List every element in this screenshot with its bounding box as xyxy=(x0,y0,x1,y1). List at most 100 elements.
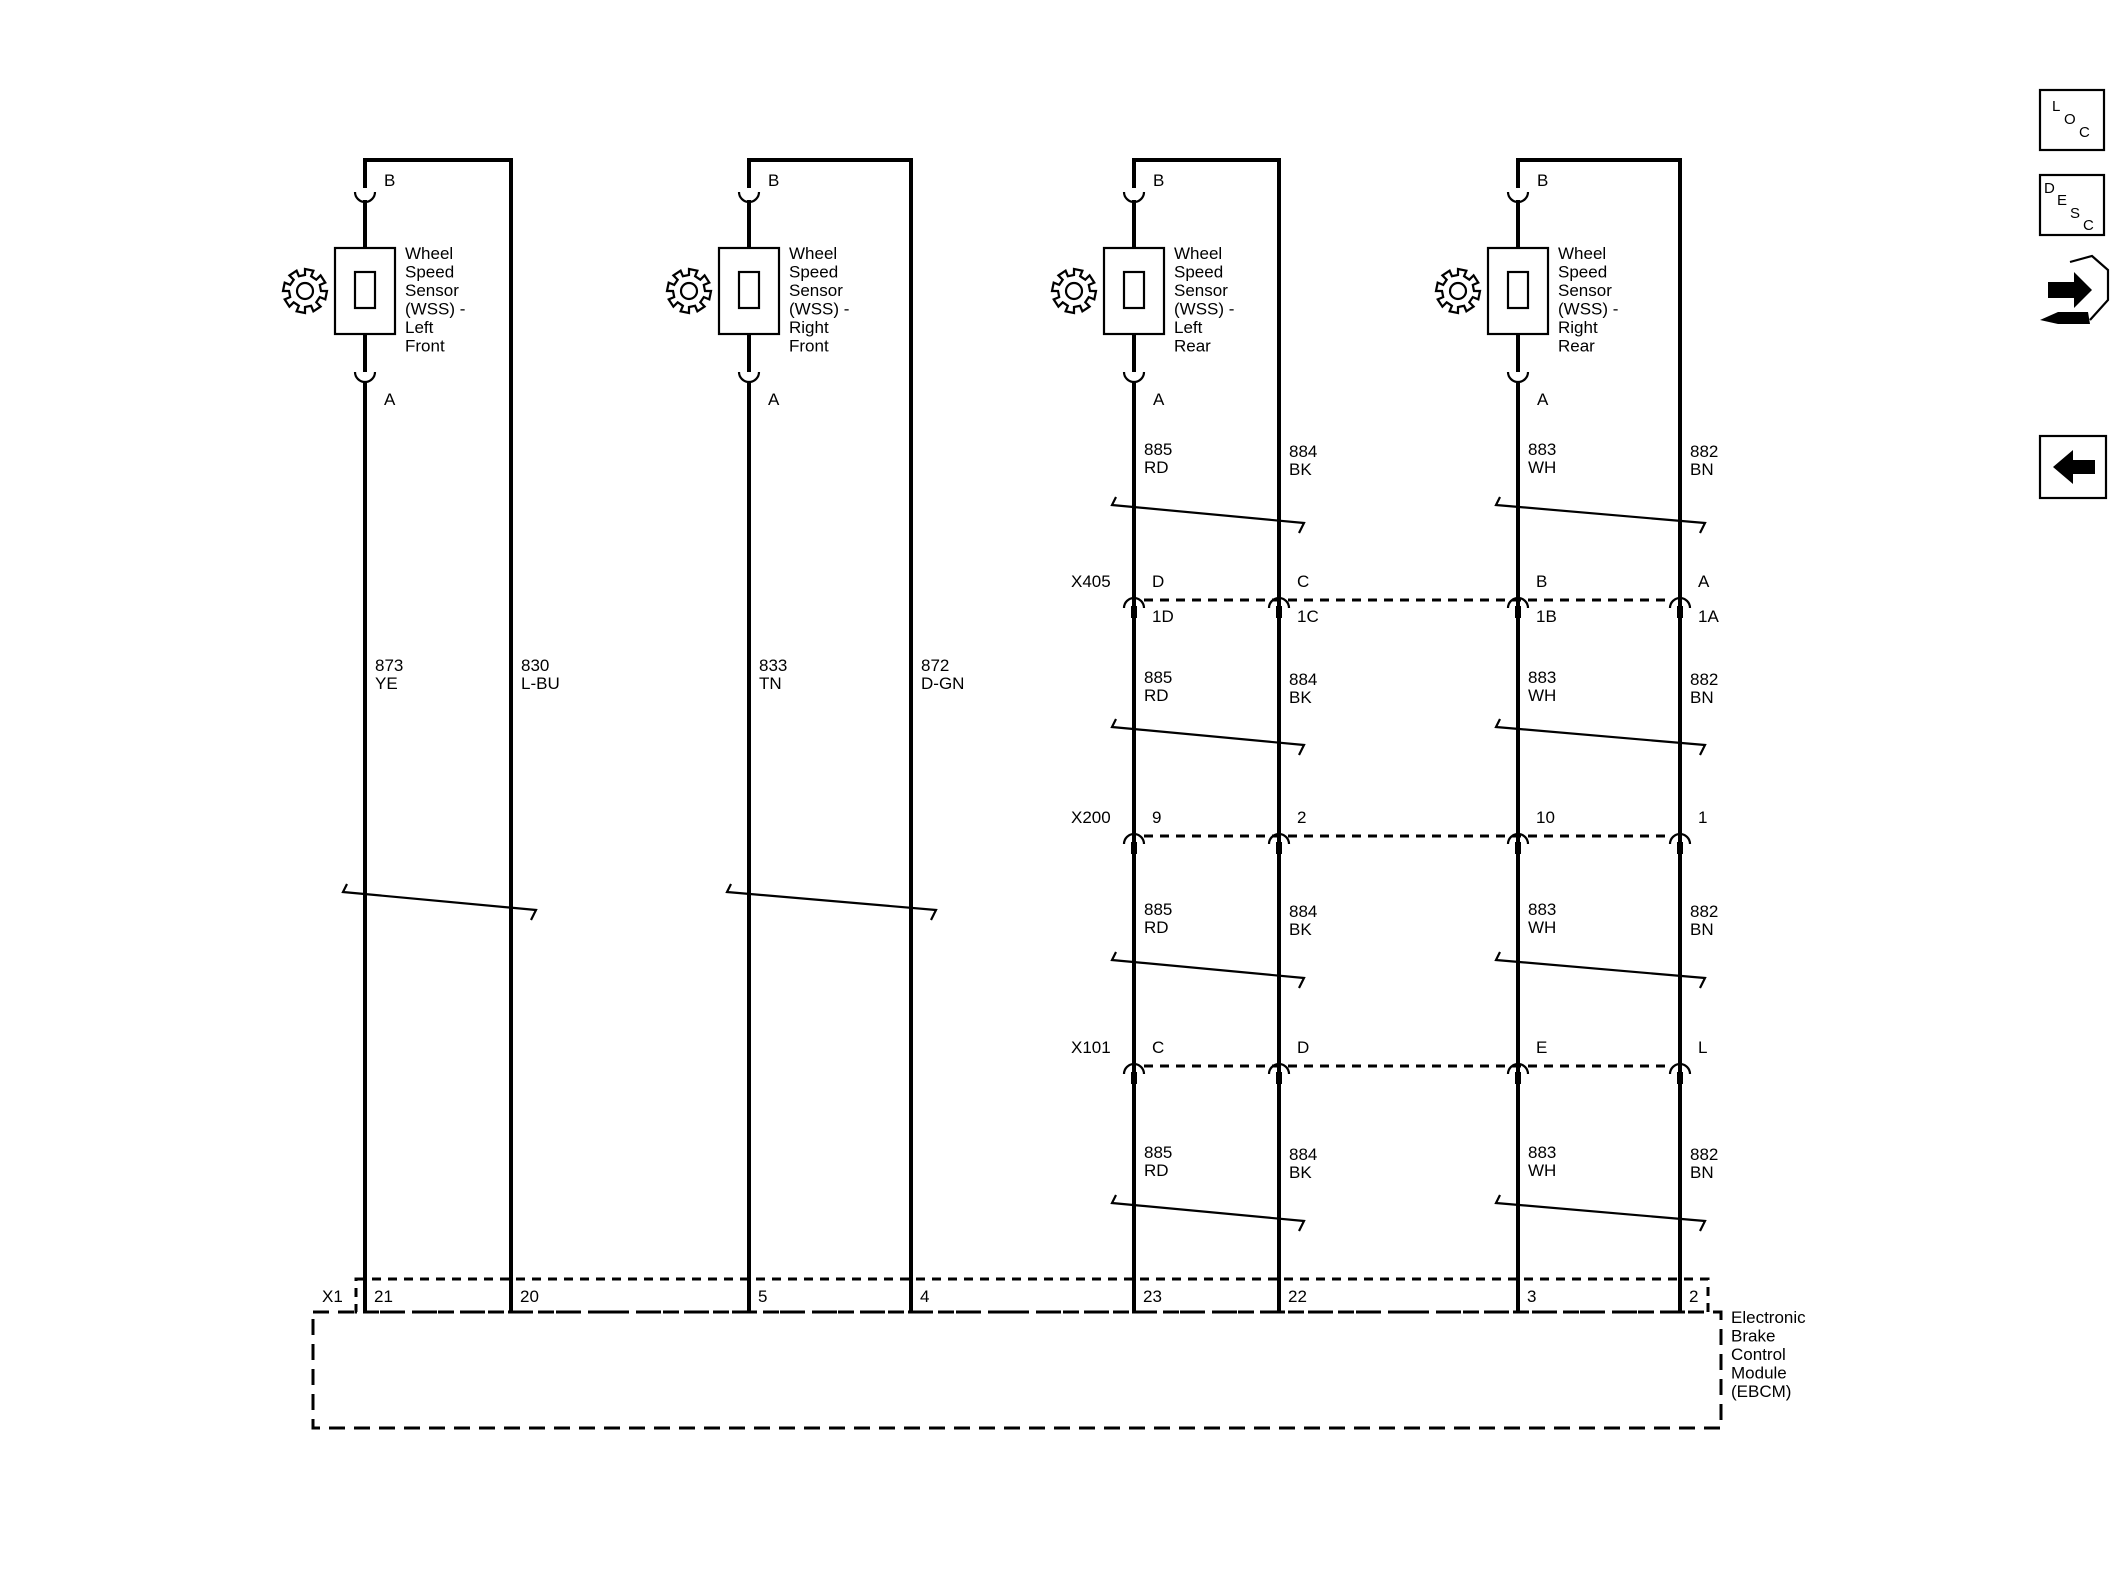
connector-pin-label: 1A xyxy=(1698,607,1719,626)
wire-circuit-left: 883 xyxy=(1528,668,1556,687)
sensor-name-line: Wheel xyxy=(789,244,837,263)
module-body xyxy=(311,1310,1723,1430)
sensor-name-line: Speed xyxy=(1174,263,1223,282)
twisted-pair-marker xyxy=(1110,951,1306,989)
wire-circuit-left: 873 xyxy=(375,656,403,675)
connector-a-symbol xyxy=(737,371,761,384)
connector-pin-label: 1D xyxy=(1152,607,1174,626)
sensor-name-line: (WSS) - xyxy=(789,300,849,319)
wire-color-left: YE xyxy=(375,674,398,693)
module-pin-label: 23 xyxy=(1143,1287,1162,1306)
module-name-line: Module xyxy=(1731,1364,1787,1383)
module-pin-label: 21 xyxy=(374,1287,393,1306)
twisted-pair-marker xyxy=(1494,496,1707,534)
pin-label-b: B xyxy=(1153,171,1164,190)
pin-label-b: B xyxy=(768,171,779,190)
connector-pin-label: E xyxy=(1536,1038,1547,1057)
connector-id: X405 xyxy=(1071,572,1111,591)
wire-circuit-right: 882 xyxy=(1690,442,1718,461)
back-arrow-icon[interactable] xyxy=(2038,434,2108,500)
wire-circuit-right: 830 xyxy=(521,656,549,675)
twisted-pair-marker xyxy=(1494,951,1707,989)
svg-text:O: O xyxy=(2064,111,2076,128)
loc-icon[interactable]: LOC xyxy=(2038,88,2106,152)
connector-pin-label: D xyxy=(1297,1038,1309,1057)
sensor-name-line: Speed xyxy=(1558,263,1607,282)
module-pin-label: 2 xyxy=(1689,1287,1698,1306)
wire-color-right: BK xyxy=(1289,1163,1312,1182)
sensor-name-line: Wheel xyxy=(1558,244,1606,263)
wire-circuit-left: 883 xyxy=(1528,900,1556,919)
wire-color-left: RD xyxy=(1144,1161,1169,1180)
connector-pin-label: C xyxy=(1297,572,1309,591)
svg-text:C: C xyxy=(2079,124,2090,141)
wire-color-right: BK xyxy=(1289,688,1312,707)
wire-circuit-left: 833 xyxy=(759,656,787,675)
module-pin-label: 22 xyxy=(1288,1287,1307,1306)
sensor-name-line: Sensor xyxy=(1558,281,1612,300)
module-name-line: Brake xyxy=(1731,1327,1775,1346)
module-name-line: (EBCM) xyxy=(1731,1382,1791,1401)
sensor-name-line: Sensor xyxy=(405,281,459,300)
wire-circuit-right: 872 xyxy=(921,656,949,675)
sensor-name-line: Left xyxy=(405,318,434,337)
module-name-line: Electronic xyxy=(1731,1308,1806,1327)
connector-id: X101 xyxy=(1071,1038,1111,1057)
connector-wrench-icon[interactable] xyxy=(2040,254,2110,324)
twisted-pair-marker xyxy=(1110,496,1306,534)
pin-label-a: A xyxy=(1537,390,1549,409)
twisted-pair-marker xyxy=(341,883,538,921)
gear-icon xyxy=(1050,267,1098,315)
wire-circuit-right: 884 xyxy=(1289,1145,1317,1164)
wire-circuit-right: 882 xyxy=(1690,902,1718,921)
wire-circuit-left: 885 xyxy=(1144,900,1172,919)
sensor-name-line: Wheel xyxy=(405,244,453,263)
connector-a-symbol xyxy=(1506,371,1530,384)
sensor-name-line: Rear xyxy=(1558,337,1595,356)
wire-circuit-left: 883 xyxy=(1528,440,1556,459)
sensor-element xyxy=(1506,270,1530,310)
sensor-element xyxy=(737,270,761,310)
wire-return xyxy=(747,158,913,1312)
sensor-element xyxy=(353,270,377,310)
twisted-pair-marker xyxy=(1110,718,1306,756)
wire-color-left: RD xyxy=(1144,458,1169,477)
connector-pin-label: A xyxy=(1698,572,1710,591)
sensor-body xyxy=(333,246,397,336)
wire-color-left: WH xyxy=(1528,918,1556,937)
connector-b-symbol xyxy=(1122,191,1146,204)
module-pin-label: 4 xyxy=(920,1287,929,1306)
connector-b-symbol xyxy=(1506,191,1530,204)
wire-color-right: BN xyxy=(1690,920,1714,939)
connector-pin-label: L xyxy=(1698,1038,1707,1057)
wire-circuit-right: 882 xyxy=(1690,1145,1718,1164)
twisted-pair-marker xyxy=(1110,1194,1306,1232)
wire-circuit-left: 885 xyxy=(1144,668,1172,687)
pin-label-b: B xyxy=(1537,171,1548,190)
sensor-name-line: Speed xyxy=(789,263,838,282)
wire-color-left: RD xyxy=(1144,918,1169,937)
sensor-name-line: Sensor xyxy=(1174,281,1228,300)
connector-pin-label: D xyxy=(1152,572,1164,591)
wire-color-left: RD xyxy=(1144,686,1169,705)
svg-text:S: S xyxy=(2070,205,2080,222)
sensor-element xyxy=(1122,270,1146,310)
svg-text:C: C xyxy=(2083,217,2094,234)
pin-label-b: B xyxy=(384,171,395,190)
sensor-name-line: Right xyxy=(789,318,829,337)
wire-circuit-left: 885 xyxy=(1144,1143,1172,1162)
connector-b-symbol xyxy=(737,191,761,204)
sensor-name-line: (WSS) - xyxy=(1558,300,1618,319)
module-name-line: Control xyxy=(1731,1345,1786,1364)
connector-pin-label: 1 xyxy=(1698,808,1707,827)
wire-circuit-right: 884 xyxy=(1289,442,1317,461)
sensor-body xyxy=(717,246,781,336)
wire-circuit-right: 882 xyxy=(1690,670,1718,689)
wire-color-left: WH xyxy=(1528,458,1556,477)
